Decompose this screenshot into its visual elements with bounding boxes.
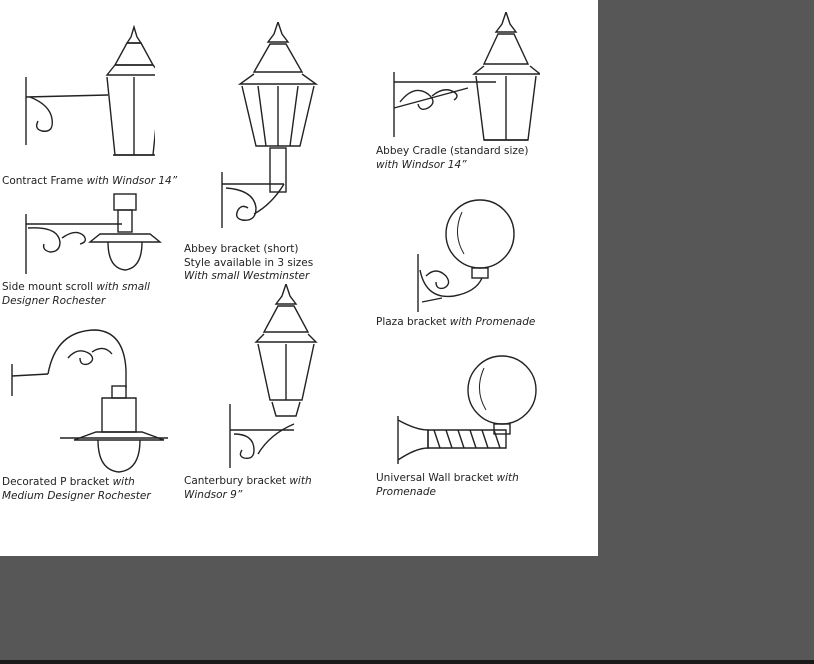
contract-frame-illustration [20, 25, 155, 160]
abbey-bracket-short-illustration [218, 22, 330, 232]
catalog-sheet: Contract Frame with Windsor 14” Abbey br… [0, 0, 598, 556]
abbey-cradle-caption: Abbey Cradle (standard size) with Windso… [376, 145, 529, 171]
canterbury-bracket-illustration [226, 284, 326, 470]
abbey-bracket-short-caption: Abbey bracket (short) Style available in… [184, 243, 314, 282]
plaza-bracket-caption: Plaza bracket with Promenade [376, 316, 536, 328]
side-mount-scroll-caption: Side mount scroll with small Designer Ro… [2, 281, 150, 307]
abbey-cradle-illustration [388, 12, 540, 147]
decorated-p-bracket-illustration [8, 328, 168, 476]
bottom-edge-line [0, 660, 814, 664]
decorated-p-bracket-caption: Decorated P bracket with Medium Designer… [2, 476, 151, 502]
side-mount-scroll-illustration [22, 190, 162, 275]
universal-wall-bracket-illustration [394, 352, 540, 468]
contract-frame-caption: Contract Frame with Windsor 14” [2, 175, 178, 187]
universal-wall-bracket-caption: Universal Wall bracket with Promenade [376, 472, 519, 498]
canterbury-bracket-caption: Canterbury bracket with Windsor 9” [184, 475, 312, 501]
plaza-bracket-illustration [412, 196, 532, 316]
